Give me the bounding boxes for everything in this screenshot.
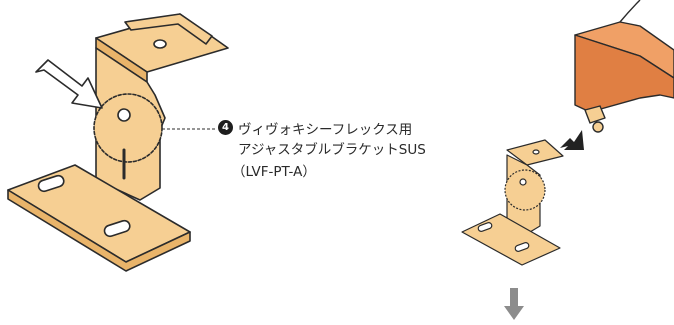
callout-product-code: （LVF-PT-A）: [232, 164, 316, 180]
small-bracket-top-hole: [532, 149, 540, 155]
profile-rail: [584, 105, 606, 124]
bracket-center-hole: [117, 108, 131, 122]
bracket-base-slot-2: [103, 219, 131, 238]
small-bracket-hole: [519, 178, 527, 186]
small-bracket-slot-2: [514, 242, 530, 252]
large-adjustable-bracket: [7, 13, 229, 272]
callout-product-name-line1: ヴィヴォキシーフレックス用: [238, 122, 413, 138]
profile-edge-detail: [592, 121, 604, 133]
callout-number-badge: 4: [218, 120, 233, 135]
next-step-down-arrow-icon: [504, 288, 524, 320]
profile-front-face: [574, 34, 674, 113]
insert-arrow-icon: [35, 59, 103, 109]
bracket-base-edge: [7, 189, 191, 272]
small-adjustable-bracket: [461, 139, 564, 266]
bracket-gear-disc: [93, 93, 163, 163]
callout-product-name-line2: アジャスタブルブラケットSUS: [238, 142, 426, 158]
bracket-base-slot-1: [37, 174, 65, 193]
small-bracket-slot-1: [477, 222, 493, 232]
bracket-top-rail: [124, 13, 213, 45]
small-bracket-gear: [504, 169, 546, 211]
assembly-arrow-icon: [560, 130, 584, 150]
bracket-top-hole: [153, 39, 167, 49]
profile-curve: [619, 0, 641, 23]
small-bracket-base: [461, 213, 561, 266]
aluminum-profile: [574, 0, 674, 133]
